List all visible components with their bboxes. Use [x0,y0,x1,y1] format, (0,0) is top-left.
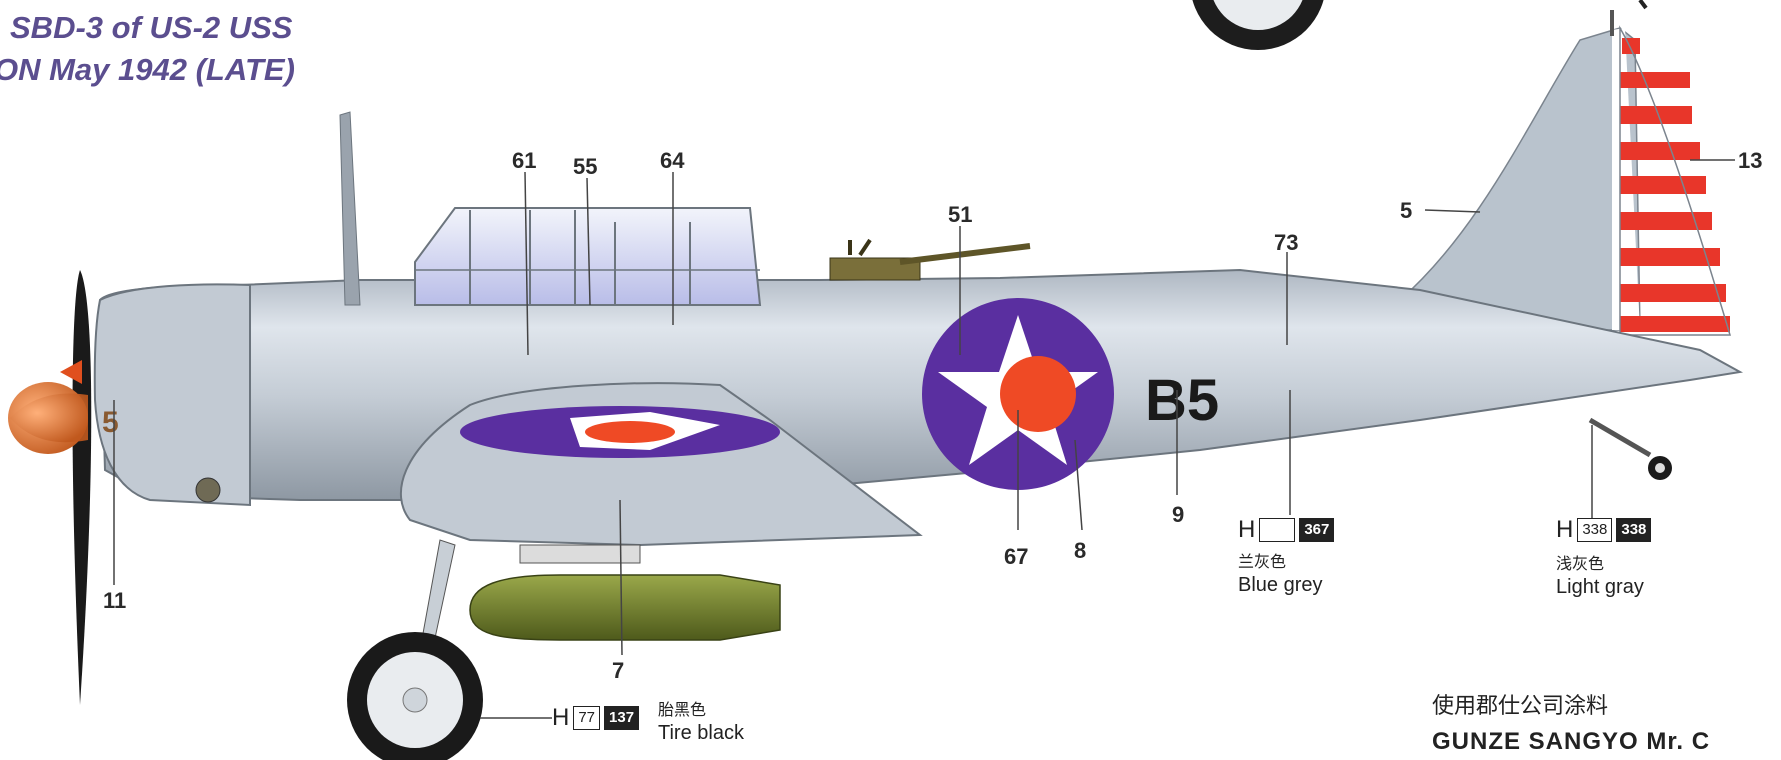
aircraft-code: B5 [1145,368,1219,433]
bomb [469,544,781,641]
callout-51: 51 [948,202,972,227]
hobby-prefix: H [552,704,570,731]
color-code-a: 77 [573,706,601,730]
color-name-cn: 兰灰色 [1238,554,1287,571]
callout-9: 9 [1172,502,1184,527]
callout-8: 8 [1074,538,1086,563]
antenna-mast [339,111,361,306]
title-line-2: ON May 1942 (LATE) [0,52,295,87]
color-code-b: 338 [1616,518,1652,542]
main-wheel [347,539,483,760]
rudder-stripes [1620,38,1730,332]
color-code-b: 367 [1299,518,1335,542]
color-name-cn: 浅灰色 [1556,556,1605,573]
top-wheel [1192,0,1324,50]
color-code-tire-black: H 77 137 [552,704,640,732]
color-name-en: Light gray [1556,576,1644,598]
hobby-prefix: H [1556,516,1574,543]
color-label-light-gray: 浅灰色 Light gray [1556,550,1644,599]
callout-67: 67 [1004,544,1028,569]
nose-number: 5 [102,406,119,439]
tail-wheel [1588,417,1672,480]
color-code-a: 338 [1577,518,1613,542]
engine-cowling [93,283,251,507]
callout-55: 55 [573,154,597,179]
leader-lines [113,159,1735,719]
title-line-1: SBD-3 of US-2 USS [10,10,293,45]
tail-fin [1399,10,1732,336]
callout-5: 5 [1400,198,1412,223]
color-label-tire-black: 胎黑色 Tire black [658,696,744,745]
callout-64: 64 [660,148,685,173]
callout-11: 11 [103,588,126,613]
paint-brand-cn: 使用郡仕公司涂料 [1432,693,1609,718]
color-code-light-gray: H 338 338 [1556,516,1652,544]
color-label-blue-grey: 兰灰色 Blue grey [1238,548,1323,597]
propeller [8,270,92,705]
callout-61: 61 [512,148,536,173]
callout-13: 13 [1738,148,1762,173]
color-code-b: 137 [604,706,640,730]
fuselage-insignia [922,298,1114,490]
callout-73: 73 [1274,230,1298,255]
color-name-en: Tire black [658,722,744,744]
rear-gun [829,238,1031,281]
color-code-blue-grey: H 367 [1238,516,1335,544]
color-name-cn: 胎黑色 [658,702,707,719]
hobby-prefix: H [1238,516,1256,543]
wing-insignia [460,406,780,458]
color-name-en: Blue grey [1238,574,1323,596]
color-code-a [1259,518,1296,542]
callout-7: 7 [612,658,624,683]
paint-brand-en: GUNZE SANGYO Mr. C [1432,728,1711,755]
